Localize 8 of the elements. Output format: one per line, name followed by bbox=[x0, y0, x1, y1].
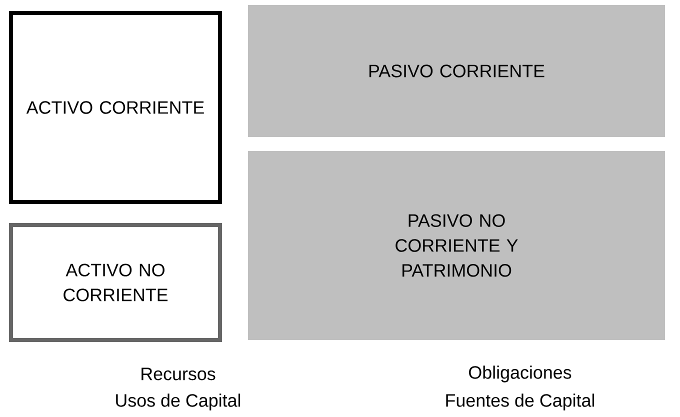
column-caption: Fuentes de Capital bbox=[446, 394, 594, 410]
text-box: ACTIVO CORRIENTE bbox=[9, 11, 222, 204]
column-caption: Obligaciones bbox=[469, 366, 572, 382]
column-caption: Usos de Capital bbox=[116, 394, 240, 410]
shaded-box: PASIVO CORRIENTE bbox=[248, 5, 665, 137]
column-caption: Recursos bbox=[142, 368, 216, 380]
text-box: ACTIVO NO CORRIENTE bbox=[9, 223, 222, 342]
shaded-box: PASIVO NO CORRIENTE Y PATRIMONIO bbox=[248, 151, 665, 340]
